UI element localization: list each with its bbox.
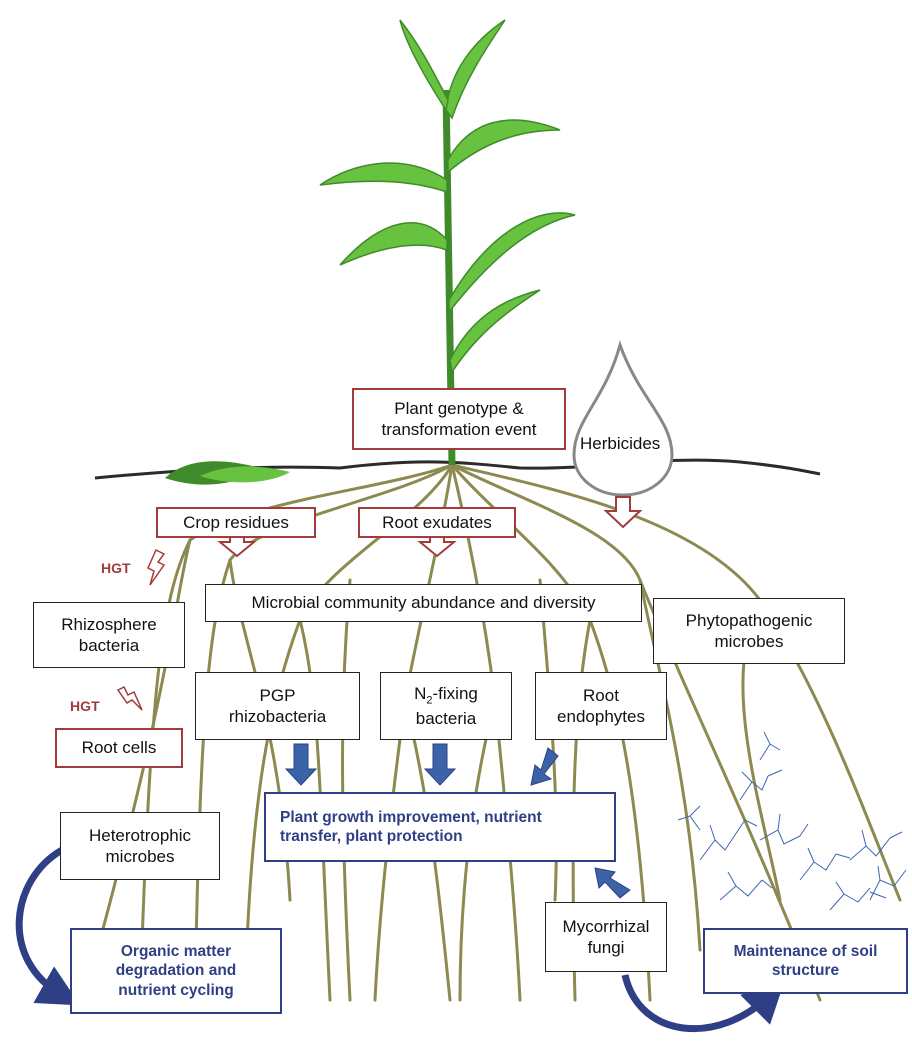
root-exudates-box: Root exudates (358, 507, 516, 538)
herbicides-label: Herbicides (580, 434, 661, 453)
curved-arrow-left (15, 846, 81, 1006)
mycorrhizal-fungi-box: Mycorrhizal fungi (545, 902, 667, 972)
pgp-rhizobacteria-box: PGP rhizobacteria (195, 672, 360, 740)
n2-fixing-line2: bacteria (415, 708, 477, 728)
heterotrophic-microbes-box: Heterotrophic microbes (60, 812, 220, 880)
genotype-box: Plant genotype & transformation event (352, 388, 566, 450)
root-endophytes-box: Root endophytes (535, 672, 667, 740)
phytopathogenic-microbes-box: Phytopathogenic microbes (653, 598, 845, 664)
herbicide-drop (572, 340, 674, 497)
curved-arrow-right (621, 974, 785, 1033)
hgt-bolts (116, 548, 166, 711)
organic-matter-outcome-box: Organic matter degradation and nutrient … (70, 928, 282, 1014)
plant-growth-outcome-box: Plant growth improvement, nutrient trans… (264, 792, 616, 862)
crop-residue-leaves (165, 461, 290, 485)
blue-arrows (284, 743, 631, 899)
hgt-label-top: HGT (101, 560, 131, 576)
hgt-label-bottom: HGT (70, 698, 100, 714)
root-cells-box: Root cells (55, 728, 183, 768)
n2-fixing-line1: N2-fixing (414, 683, 478, 707)
microbial-community-box: Microbial community abundance and divers… (205, 584, 642, 622)
crop-residues-box: Crop residues (156, 507, 316, 538)
rhizosphere-bacteria-box: Rhizosphere bacteria (33, 602, 185, 668)
soil-structure-outcome-box: Maintenance of soil structure (703, 928, 908, 994)
n2-fixing-bacteria-box: N2-fixing bacteria (380, 672, 512, 740)
mycorrhizal-hyphae (677, 731, 907, 911)
